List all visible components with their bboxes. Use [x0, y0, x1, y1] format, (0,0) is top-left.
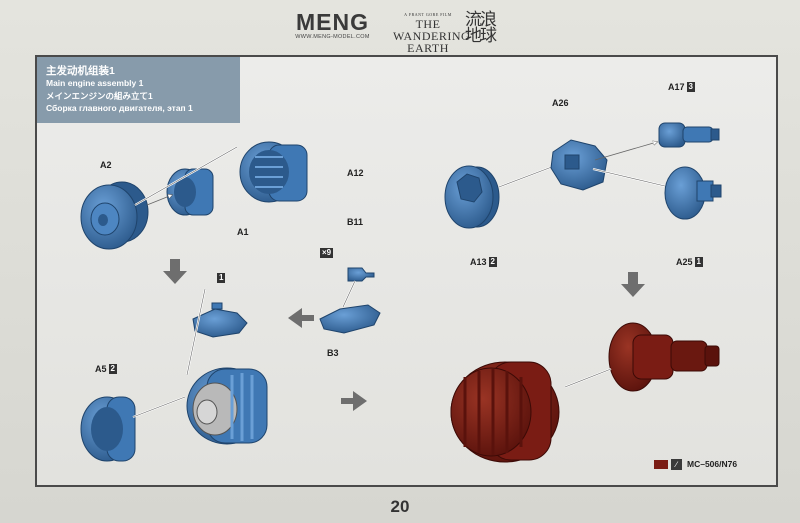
- paint-color-swatch: [654, 460, 668, 469]
- label-a2: A2: [100, 160, 112, 170]
- step-title-english: Main engine assembly 1: [46, 78, 144, 88]
- label-part-1: 1: [217, 273, 226, 283]
- down-arrow-right: [621, 272, 645, 297]
- part-a2: [80, 181, 149, 250]
- part-a1: [166, 168, 214, 216]
- step-frame: 主发动机组装1 Main engine assembly 1 メインエンジンの組…: [35, 55, 778, 487]
- right-arrow: [341, 391, 367, 411]
- assembly-illustration: [80, 122, 722, 463]
- part-a26: [550, 139, 608, 191]
- part-a5: [80, 396, 136, 462]
- page-number: 20: [390, 497, 410, 516]
- part-b11: [347, 267, 375, 282]
- painted-engine-core: [450, 361, 560, 463]
- step-title-japanese: メインエンジンの組み立て1: [46, 91, 153, 101]
- step-title-chinese: 主发动机组装1: [46, 65, 115, 77]
- engine-core-assembly: [186, 367, 268, 445]
- label-a26: A26: [552, 98, 569, 108]
- wandering-earth-logo: A FRANT GORE FILM THE WANDERING EARTH 流浪…: [393, 10, 497, 55]
- meng-logo: MENG WWW.MENG-MODEL.COM: [295, 9, 370, 40]
- part-a13: [444, 165, 500, 229]
- left-arrow: [288, 308, 314, 328]
- label-b3: B3: [327, 348, 339, 358]
- painted-nozzle: [608, 322, 720, 392]
- label-a12: A12: [347, 168, 364, 178]
- part-1-small: [192, 302, 248, 338]
- paint-code: MC–506/N76: [687, 459, 738, 469]
- part-b3: [319, 304, 381, 334]
- part-a25: [664, 166, 722, 220]
- step-title-box: 主发动机组装1 Main engine assembly 1 メインエンジンの組…: [37, 57, 240, 123]
- label-b11: B11: [347, 217, 364, 227]
- quantity-badge: ×9: [320, 248, 334, 258]
- brush-icon: ∕: [671, 459, 682, 470]
- down-arrow-left: [163, 259, 187, 284]
- part-a17: [658, 122, 720, 148]
- step-title-russian: Сборка главного двигателя, этап 1: [46, 103, 193, 113]
- label-a1: A1: [237, 227, 249, 237]
- part-a12: [239, 141, 308, 203]
- page-header: MENG WWW.MENG-MODEL.COM A FRANT GORE FIL…: [0, 0, 800, 55]
